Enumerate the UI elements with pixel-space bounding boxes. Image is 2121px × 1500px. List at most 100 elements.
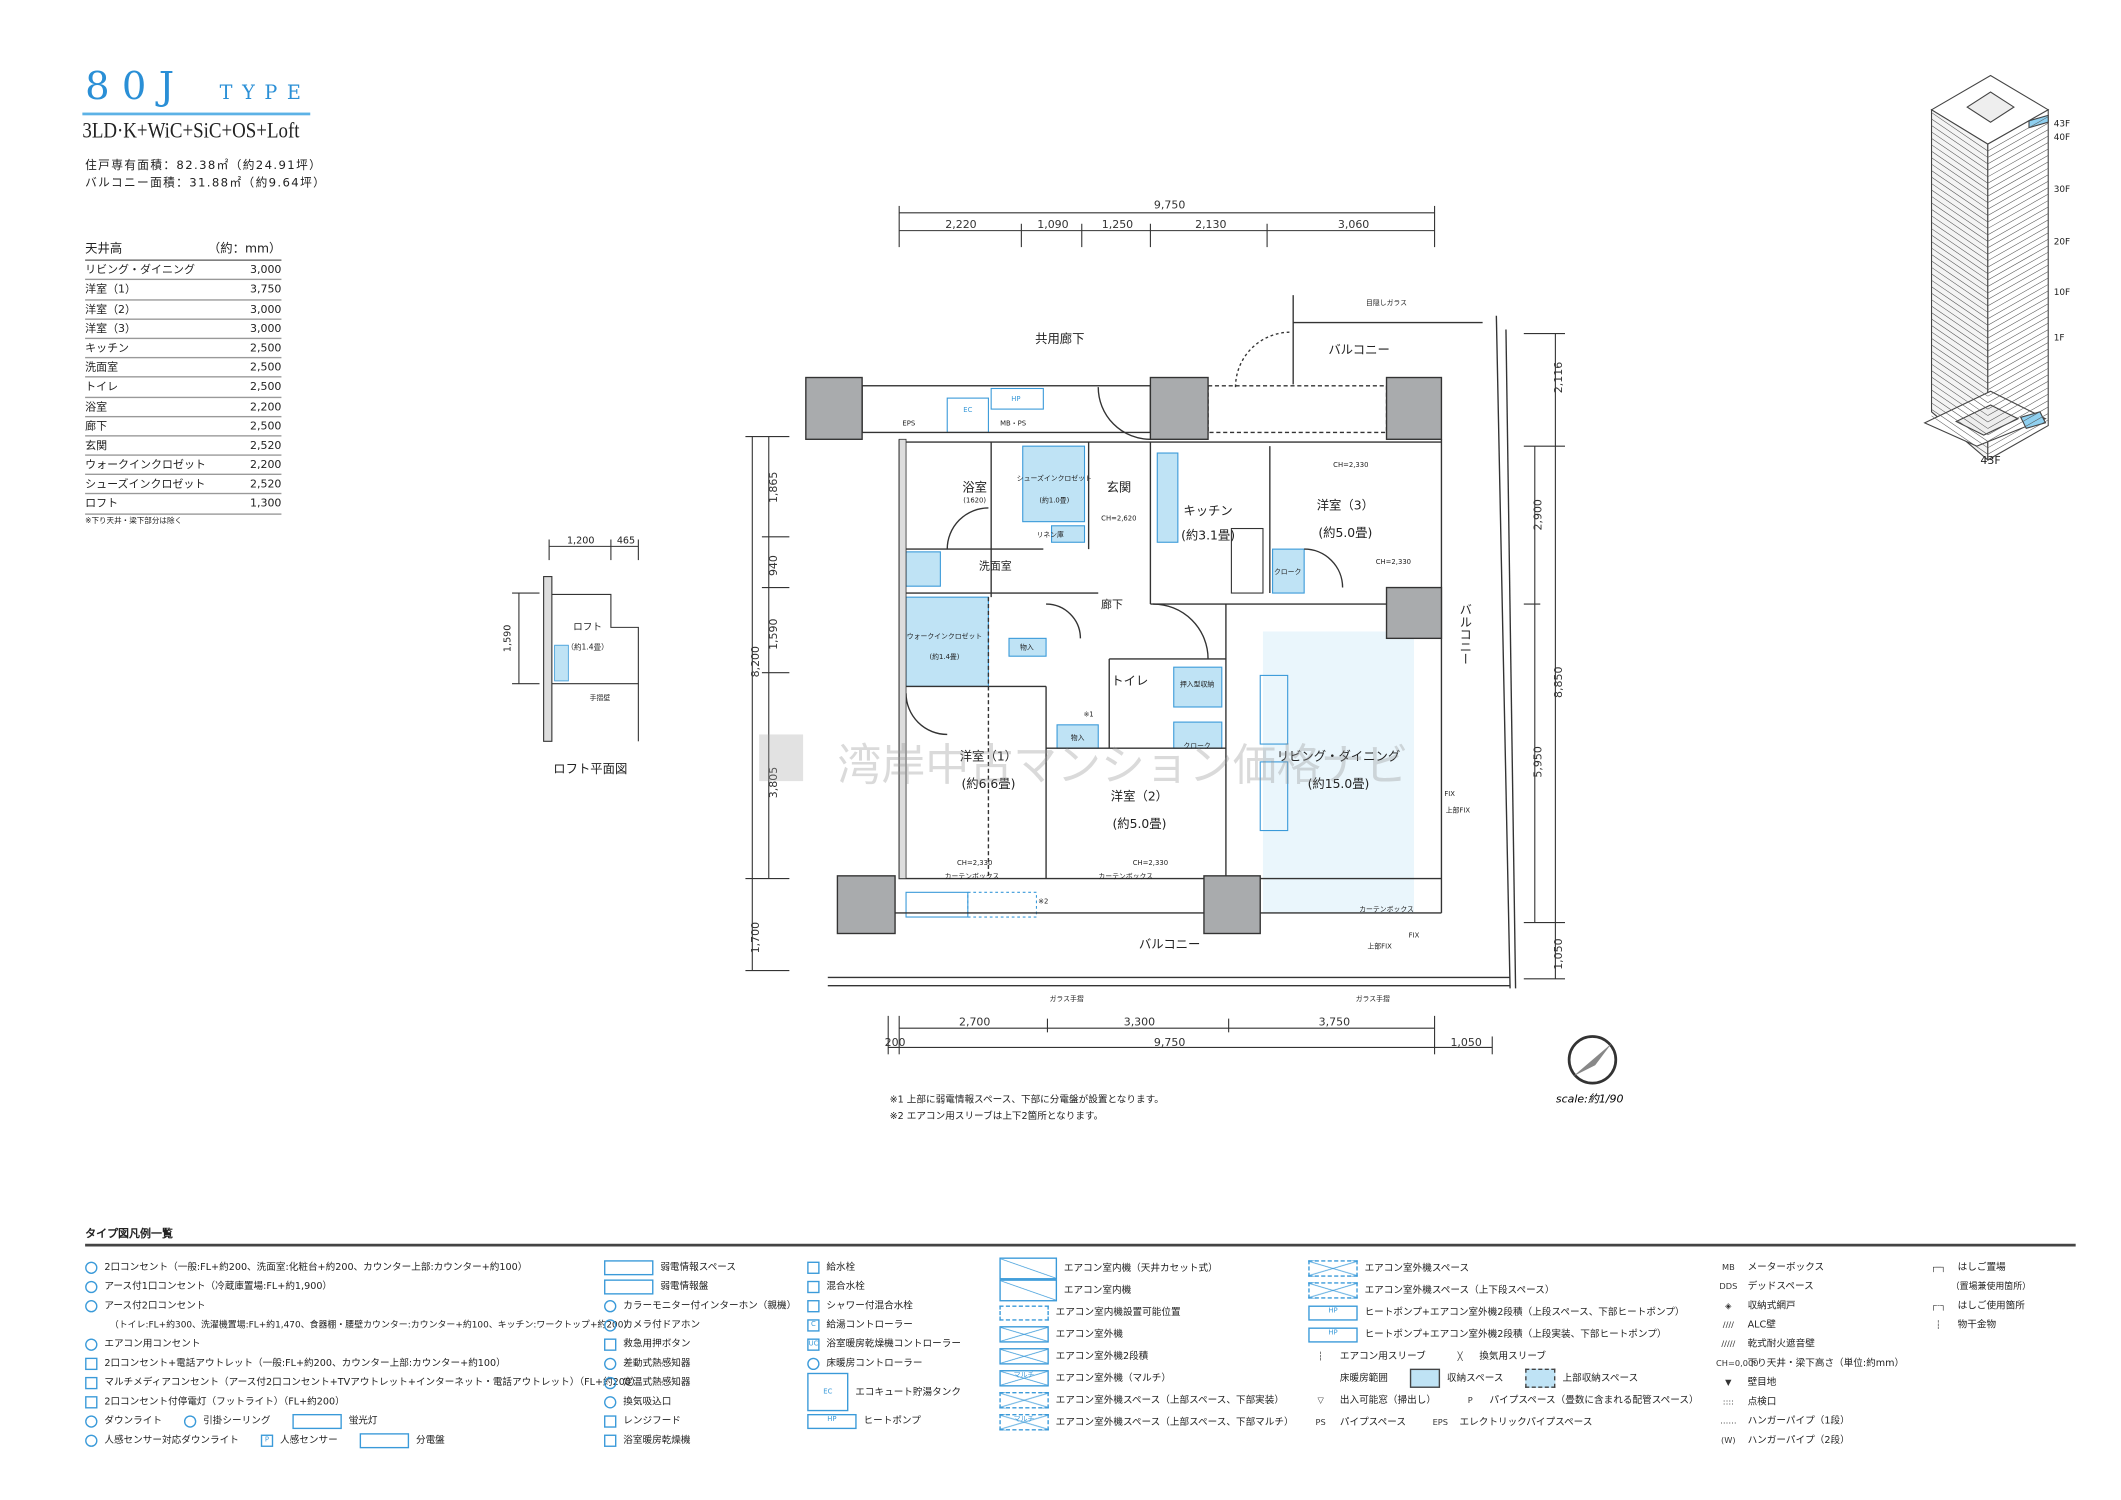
floor-line — [1931, 138, 1988, 178]
legend-label: 上部収納スペース — [1562, 1372, 1639, 1384]
fix-label: FIX — [1409, 932, 1420, 940]
floor-line — [1987, 161, 2049, 197]
legend-label: 給水栓 — [826, 1261, 856, 1273]
dim-top: 1,250 — [1102, 218, 1133, 231]
legend-item: カラーモニター付インターホン（親機） — [604, 1296, 796, 1315]
floor-line — [1987, 135, 2049, 171]
dim-right: 5,950 — [1532, 746, 1545, 777]
floor-line — [1987, 355, 2049, 390]
legend-label: ヒートポンプ — [863, 1415, 921, 1427]
legend-label: エアコン用スリーブ — [1339, 1350, 1426, 1362]
none-symbol-icon: DDS — [1719, 1281, 1738, 1292]
legend-label: 2口コンセント+電話アウトレット（一般:FL+約200、カウンター上部:カウンタ… — [104, 1357, 506, 1369]
ld-label: リビング・ダイニング — [1277, 749, 1400, 764]
none-symbol-icon: PS — [1315, 1417, 1326, 1428]
hp-label: HP — [1011, 395, 1020, 403]
legend-label: レンジフード — [623, 1415, 681, 1427]
floor-line — [1987, 142, 2049, 178]
dim-bottom: 3,300 — [1124, 1015, 1155, 1028]
floor-line — [1931, 118, 1988, 158]
legend-row: 2口コンセント+電話アウトレット（一般:FL+約200、カウンター上部:カウンタ… — [85, 1354, 654, 1373]
legend-label: エコキュート貯湯タンク — [855, 1386, 961, 1398]
loft-labels: 1,200 465 1,590 ロフト （約1.4畳） 手摺壁 ロフト平面図 — [503, 536, 635, 776]
structural-columns — [805, 376, 1443, 935]
legend-row: マルチメディアコンセント（アース付2口コンセント+TVアウトレット+インターネッ… — [85, 1373, 654, 1392]
floor-line — [1987, 290, 2049, 326]
legend-row: マルチエアコン室外機（マルチ） — [999, 1367, 1307, 1389]
legend-row: ::::点検口 — [1716, 1392, 1918, 1411]
floor-line — [1987, 187, 2049, 223]
floor-line — [1931, 402, 1988, 442]
room-name: 洋室（1） — [85, 283, 137, 296]
dim-bottom: 2,700 — [959, 1015, 990, 1028]
legend-item: マルチエアコン室外機スペース（上部スペース、下部マルチ） — [999, 1413, 1294, 1432]
room-name: リビング・ダイニング — [85, 263, 195, 277]
legend-label: 点検口 — [1747, 1396, 1777, 1408]
dim-left: 940 — [767, 555, 780, 576]
floor-line — [1931, 228, 1988, 268]
legend-item: 浴室暖房乾燥機 — [604, 1430, 691, 1449]
room1-size: (約6.6畳) — [961, 776, 1015, 791]
room-name: 洋室（3） — [85, 322, 137, 335]
room-name: キッチン — [85, 341, 130, 355]
dim-right-total: 8,850 — [1552, 667, 1565, 698]
legend-label: エアコン室外機スペース（上部スペース、下部実装） — [1055, 1394, 1285, 1406]
room2-label: 洋室（2） — [1111, 788, 1168, 803]
legend-item: シャワー付混合水栓 — [807, 1296, 913, 1315]
legend-label: エアコン室外機2段積 — [1055, 1350, 1149, 1362]
box-symbol-icon: HP — [1308, 1304, 1358, 1320]
ceiling-height: 2,500 — [249, 419, 282, 433]
x-symbol-icon — [999, 1348, 1049, 1365]
legend-label: アース付2口コンセント — [104, 1300, 206, 1312]
linen-label: リネン庫 — [1036, 530, 1064, 539]
loft-rail-label: 手摺壁 — [590, 693, 611, 702]
ceiling-height: 2,500 — [249, 341, 282, 355]
floor-line — [1987, 303, 2049, 339]
legend-row: エアコン室外機2段積 — [999, 1345, 1307, 1367]
balcony-bottom-label: バルコニー — [1139, 938, 1200, 952]
none-symbol-icon: P — [1467, 1395, 1473, 1406]
room1-label: 洋室（1） — [960, 749, 1017, 764]
note-1: ※1 上部に弱電情報スペース、下部に分電盤が設置となります。 — [889, 1094, 1164, 1106]
floor-line — [1931, 299, 1988, 339]
box-symbol-icon — [604, 1259, 654, 1275]
legend-item: 収納スペース — [1409, 1368, 1503, 1388]
ceiling-table-header: 天井高 （約：mm） — [85, 242, 282, 262]
none-symbol-icon: ┌┄┐ — [1930, 1300, 1946, 1311]
legend-item: ////ALC壁 — [1716, 1315, 1776, 1334]
legend-row: 弱電情報スペース — [604, 1257, 810, 1276]
ceiling-height-mark: CH=2,330 — [1376, 558, 1411, 566]
floor-line — [1987, 200, 2049, 236]
legend-row: 弱電情報盤 — [604, 1277, 810, 1296]
legend-label: 給湯コントローラー — [826, 1319, 913, 1331]
circ-symbol-icon — [183, 1414, 197, 1428]
floor-line — [1931, 325, 1988, 365]
room3-size: (約5.0畳) — [1318, 525, 1372, 540]
floor-line — [1931, 344, 1988, 384]
floor-line — [1987, 168, 2049, 203]
legend-row: 2口コンセント付停電灯（フットライト）（FL+約200） — [85, 1392, 654, 1411]
floor-line — [1987, 116, 2049, 152]
floor-line — [1931, 293, 1988, 332]
legend-label: エアコン室外機 — [1055, 1328, 1123, 1340]
legend-row: ┆エアコン用スリーブ╳換気用スリーブ — [1308, 1345, 1712, 1367]
note1-mark: ※1 — [1084, 711, 1094, 719]
sq-symbol-icon: P — [260, 1433, 274, 1447]
dim-top: 3,060 — [1338, 218, 1369, 231]
note2-mark: ※2 — [1038, 897, 1048, 905]
ceiling-note: ※下り天井・梁下部分は除く — [85, 517, 183, 526]
floor-line — [1931, 415, 1988, 455]
curtain-box-label: カーテンボックス — [1359, 906, 1414, 914]
legend-item: 2口コンセント+電話アウトレット（一般:FL+約200、カウンター上部:カウンタ… — [85, 1354, 506, 1373]
floor-line — [1931, 273, 1988, 313]
floor-line — [1987, 180, 2049, 216]
floor-line — [1987, 226, 2049, 261]
legend-row: エアコン室内機（天井カセット式） — [999, 1257, 1307, 1280]
legend-item: ダウンライト — [85, 1411, 162, 1430]
closet-label: 物入 — [1020, 642, 1034, 651]
